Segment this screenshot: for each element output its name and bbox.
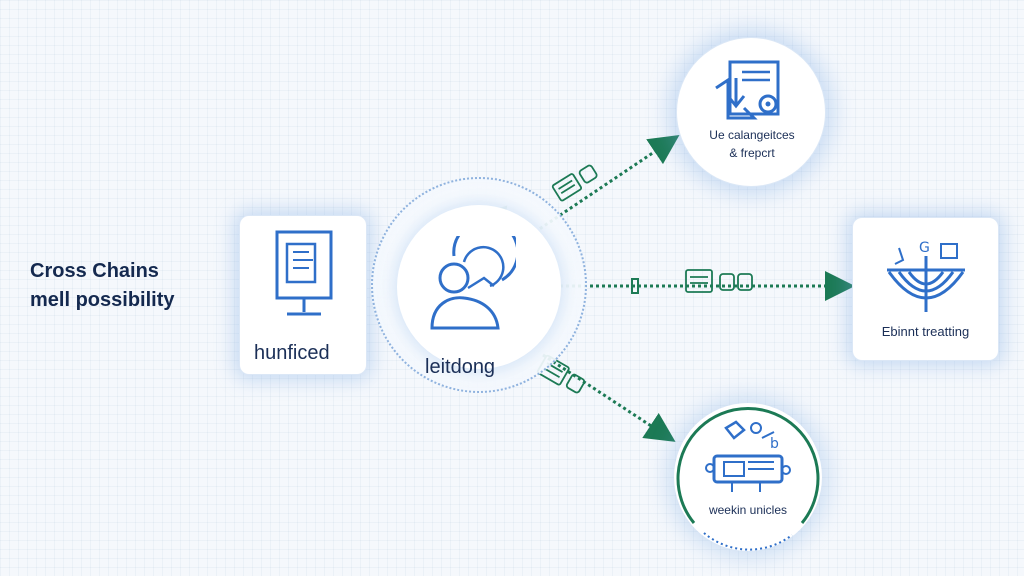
node-left-card[interactable]: hunficed [239, 215, 367, 375]
document-monitor-icon [275, 230, 333, 316]
connector-glyph-right [685, 269, 753, 293]
node-right-label: Ebinnt treatting [881, 324, 970, 339]
node-center-label: leitdong [425, 356, 496, 378]
node-left-label: hunficed [254, 342, 330, 364]
node-top-right-label-1: Ue calangeitces [709, 128, 795, 142]
bridge-icon: G [887, 240, 965, 312]
diagram-title: Cross Chains mell possibility [30, 257, 250, 315]
document-download-icon [715, 60, 780, 120]
connector-glyph-top [551, 164, 598, 202]
title-line-1: Cross Chains [30, 260, 159, 282]
node-center-circle[interactable] [397, 205, 561, 369]
person-cycle-icon [430, 236, 516, 330]
title-line-2: mell possibility [30, 289, 175, 311]
bridge-glyph-g: G [919, 240, 930, 256]
node-bottom-right-label: weekin unicles [708, 503, 788, 517]
circuit-glyph-b: b [770, 436, 779, 452]
node-top-right-label-2: & frepcrt [729, 146, 775, 160]
node-bottom-right-ring [676, 406, 820, 551]
circuit-board-icon: b [705, 420, 791, 492]
connector-to-bottom [542, 353, 676, 442]
connector-mid-tick [631, 278, 639, 294]
node-right-card[interactable]: G Ebinnt treatting [852, 217, 999, 361]
